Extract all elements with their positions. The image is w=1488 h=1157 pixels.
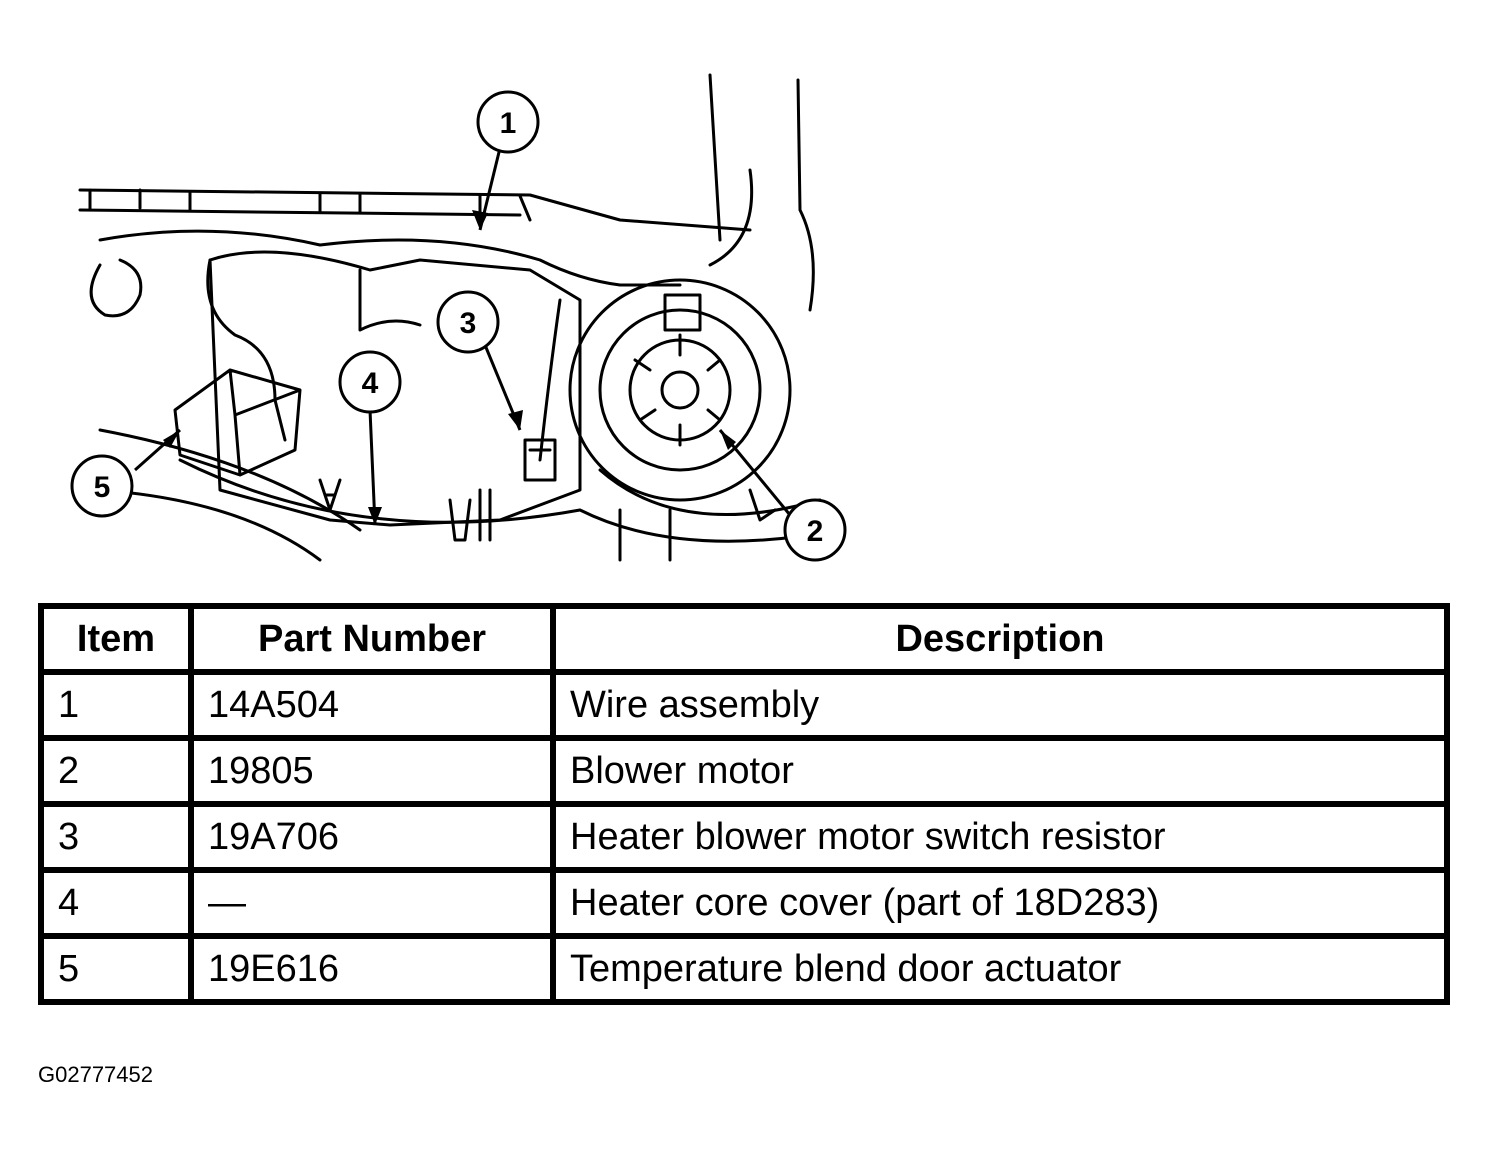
callout-1: 1 [476, 90, 540, 154]
description-cell: Temperature blend door actuator [550, 933, 1450, 1005]
lower-scroll [178, 458, 842, 543]
lower-floor-lines [98, 428, 672, 562]
table-row: 5 19E616 Temperature blend door actuator [38, 933, 1450, 1005]
parts-table: Item Part Number Description 1 14A504 Wi… [38, 603, 1450, 1005]
blower-connector [663, 293, 702, 332]
cover-inner-line [358, 268, 422, 332]
arrowhead-2 [720, 430, 736, 450]
arrowhead-5 [163, 430, 180, 448]
part-number-cell: — [188, 867, 556, 939]
arrowhead-1 [472, 210, 488, 230]
item-cell: 2 [38, 735, 194, 807]
upper-bracket [138, 188, 532, 222]
blower-housing-outer [568, 278, 792, 502]
callout-5-label: 5 [94, 471, 111, 504]
blower-motor-assembly-illustration: 1 2 3 4 5 [70, 73, 847, 562]
item-cell: 1 [38, 669, 194, 741]
right-panel-edge [708, 73, 815, 312]
description-cell: Blower motor [550, 735, 1450, 807]
dash-panel-outline [78, 188, 752, 232]
wire-left-loop [89, 258, 143, 318]
leader-line-4 [368, 409, 377, 526]
callout-2-label: 2 [807, 515, 824, 548]
wire-harness-branch-2 [538, 298, 562, 462]
actuator-body [173, 368, 302, 477]
part-number-cell: 14A504 [188, 669, 556, 741]
table-row: 1 14A504 Wire assembly [38, 669, 1450, 741]
table-header-row: Item Part Number Description [38, 603, 1450, 675]
item-cell: 5 [38, 933, 194, 1005]
wire-harness-branch [206, 258, 287, 442]
figure-id: G02777452 [38, 1062, 153, 1087]
item-cell: 4 [38, 867, 194, 939]
blower-fins [633, 333, 722, 447]
description-cell: Heater blower motor switch resistor [550, 801, 1450, 873]
item-cell: 3 [38, 801, 194, 873]
callout-3: 3 [436, 290, 500, 354]
arrowhead-4 [368, 507, 382, 525]
header-description: Description [550, 603, 1450, 675]
lower-clip-center [448, 488, 492, 542]
table-row: 4 — Heater core cover (part of 18D283) [38, 867, 1450, 939]
lower-clip-left [318, 478, 342, 512]
part-number-cell: 19A706 [188, 801, 556, 873]
resistor-body [523, 438, 557, 482]
description-cell: Heater core cover (part of 18D283) [550, 867, 1450, 939]
description-cell: Wire assembly [550, 669, 1450, 741]
callout-3-label: 3 [460, 307, 477, 340]
header-part-number: Part Number [188, 603, 556, 675]
blower-hub [660, 370, 700, 410]
lower-clip-right [748, 488, 777, 522]
table-row: 2 19805 Blower motor [38, 735, 1450, 807]
part-number-cell: 19E616 [188, 933, 556, 1005]
arrowhead-3 [508, 410, 523, 430]
callout-1-label: 1 [500, 107, 517, 140]
callout-2: 2 [783, 498, 847, 562]
blower-housing-inner [598, 308, 762, 472]
table-row: 3 19A706 Heater blower motor switch resi… [38, 801, 1450, 873]
wire-harness-main [98, 229, 682, 287]
header-item: Item [38, 603, 194, 675]
callout-4-label: 4 [362, 367, 379, 400]
callout-5: 5 [70, 454, 134, 518]
part-number-cell: 19805 [188, 735, 556, 807]
callout-4: 4 [338, 350, 402, 414]
